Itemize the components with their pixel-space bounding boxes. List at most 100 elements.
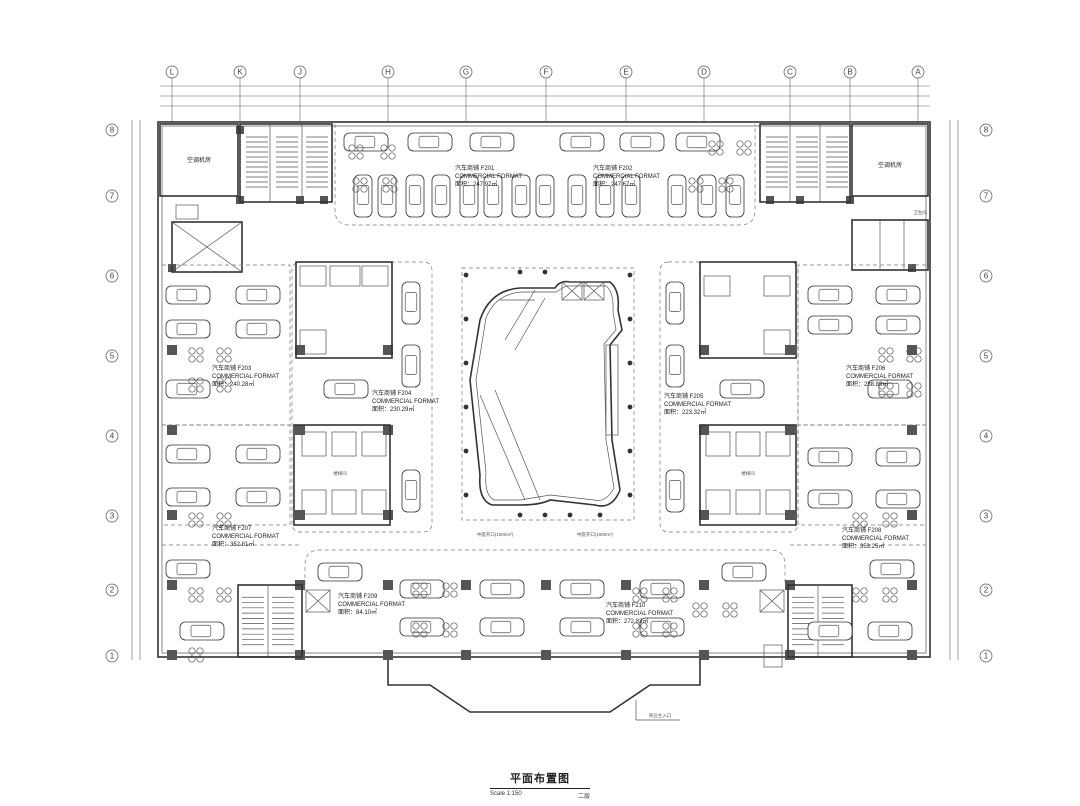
- grid-label-top: F: [544, 68, 549, 77]
- unit-F210-format: COMMERCIAL FORMAT: [606, 611, 673, 617]
- car-symbol: [559, 617, 605, 637]
- car-symbol: [875, 489, 921, 509]
- plant-symbol: [878, 347, 894, 363]
- car-display-layer: [165, 132, 921, 641]
- car-symbol: [725, 174, 745, 218]
- grid-label-side: 8: [110, 126, 115, 135]
- car-symbol: [401, 281, 421, 325]
- car-symbol: [621, 174, 641, 218]
- unit-F204-area: 面积：230.29㎡: [372, 405, 414, 413]
- grid-bubble-side: [105, 429, 119, 443]
- plant-symbol: [380, 144, 396, 160]
- unit-F208: 汽车商铺 F208 COMMERCIAL FORMAT 面积：353.25㎡: [842, 526, 909, 550]
- top-right-stairs: [759, 123, 851, 203]
- car-symbol: [235, 487, 281, 507]
- car-symbol: [559, 579, 605, 599]
- unit-F209-name: 汽车商铺 F209: [338, 592, 378, 600]
- entrance-canopy: 商业主入口: [387, 660, 701, 721]
- grid-label-side: 6: [984, 272, 989, 281]
- car-symbol: [459, 174, 479, 218]
- plant-symbol: [708, 140, 724, 156]
- top-left-stairs: [239, 123, 333, 203]
- car-symbol: [721, 562, 767, 582]
- grid-bubble-side: [979, 189, 993, 203]
- unit-F204-format: COMMERCIAL FORMAT: [372, 399, 439, 405]
- unit-F205-format: COMMERCIAL FORMAT: [664, 402, 731, 408]
- car-symbol: [675, 132, 721, 152]
- plant-symbol: [188, 512, 204, 528]
- grid-label-side: 2: [110, 586, 115, 595]
- car-symbol: [343, 132, 389, 152]
- entrance-label: 商业主入口: [649, 712, 672, 719]
- car-symbol: [323, 379, 369, 399]
- car-symbol: [665, 469, 685, 513]
- plant-symbol: [188, 347, 204, 363]
- unit-labels: 汽车商铺 F201 COMMERCIAL FORMAT 面积：247.97㎡ 汽…: [212, 164, 913, 625]
- grid-label-side: 4: [984, 432, 989, 441]
- left-display-zones: [162, 261, 433, 533]
- car-symbol: [377, 174, 397, 218]
- unit-F207: 汽车商铺 F207 COMMERCIAL FORMAT 面积：352.81㎡: [212, 524, 279, 548]
- plant-symbol: [882, 512, 898, 528]
- unit-F207-format: COMMERCIAL FORMAT: [212, 534, 279, 540]
- top-right-mechanical-room: 空调机房 卫生间: [851, 123, 929, 271]
- car-symbol: [639, 579, 685, 599]
- unit-F205: 汽车商铺 F205 COMMERCIAL FORMAT 面积：223.32㎡: [664, 392, 731, 416]
- car-symbol: [807, 489, 853, 509]
- grid-bubble-side: [979, 649, 993, 663]
- grid-label-side: 8: [984, 126, 989, 135]
- grid-bubble-side: [105, 509, 119, 523]
- unit-F209-area: 面积：84.10㎡: [338, 608, 377, 616]
- bottom-left-stairs: [237, 584, 331, 658]
- unit-F201-format: COMMERCIAL FORMAT: [455, 174, 522, 180]
- plant-symbol: [878, 382, 894, 398]
- car-symbol: [401, 469, 421, 513]
- car-symbol: [165, 285, 211, 305]
- atrium-void-label-right: 中庭开口(1900m²): [577, 531, 614, 538]
- title-block: 平面布置图 Scale 1:150 二层: [490, 770, 590, 800]
- unit-F206-area: 面积：238.89㎡: [846, 380, 888, 388]
- grid-label-top: L: [170, 68, 175, 77]
- car-symbol: [235, 444, 281, 464]
- unit-F210-name: 汽车商铺 F210: [606, 601, 646, 609]
- car-symbol: [875, 315, 921, 335]
- unit-F202-name: 汽车商铺 F202: [593, 164, 633, 172]
- grid-bubble-side: [105, 649, 119, 663]
- unit-F204-name: 汽车商铺 F204: [372, 389, 412, 397]
- plant-symbol: [632, 622, 648, 638]
- unit-F202: 汽车商铺 F202 COMMERCIAL FORMAT 面积：247.67㎡: [593, 164, 660, 188]
- car-symbol: [235, 285, 281, 305]
- grid-bubble-side: [979, 509, 993, 523]
- car-symbol: [179, 621, 225, 641]
- plant-symbol: [188, 647, 204, 663]
- plant-symbol: [722, 602, 738, 618]
- grid-bubble-side: [105, 349, 119, 363]
- grid-bubble-side: [979, 349, 993, 363]
- central-atrium: 中庭开口(1900m²) 中庭开口(1900m²): [461, 267, 635, 538]
- unit-F203: 汽车商铺 F203 COMMERCIAL FORMAT 面积：240.28㎡: [212, 364, 279, 388]
- plant-symbol: [382, 177, 398, 193]
- car-symbol: [165, 444, 211, 464]
- plant-symbol: [882, 587, 898, 603]
- atrium-posts: [463, 269, 633, 518]
- grid-label-side: 7: [984, 192, 989, 201]
- left-core: 楼梯间: [293, 261, 393, 526]
- grid-label-side: 1: [984, 652, 989, 661]
- dimension-lines: [131, 85, 959, 660]
- car-symbol: [567, 174, 587, 218]
- car-symbol: [235, 319, 281, 339]
- plant-symbol: [412, 582, 428, 598]
- grid-label-side: 3: [110, 512, 115, 521]
- unit-F201-area: 面积：247.97㎡: [455, 180, 497, 188]
- car-symbol: [719, 379, 765, 399]
- unit-F203-area: 面积：240.28㎡: [212, 380, 254, 388]
- car-symbol: [875, 447, 921, 467]
- grid-bubble-side: [979, 123, 993, 137]
- unit-F201: 汽车商铺 F201 COMMERCIAL FORMAT 面积：247.97㎡: [455, 164, 522, 188]
- unit-F210-area: 面积：272.83㎡: [606, 617, 648, 625]
- scale-text: Scale 1:150: [490, 791, 522, 797]
- plant-symbol: [662, 587, 678, 603]
